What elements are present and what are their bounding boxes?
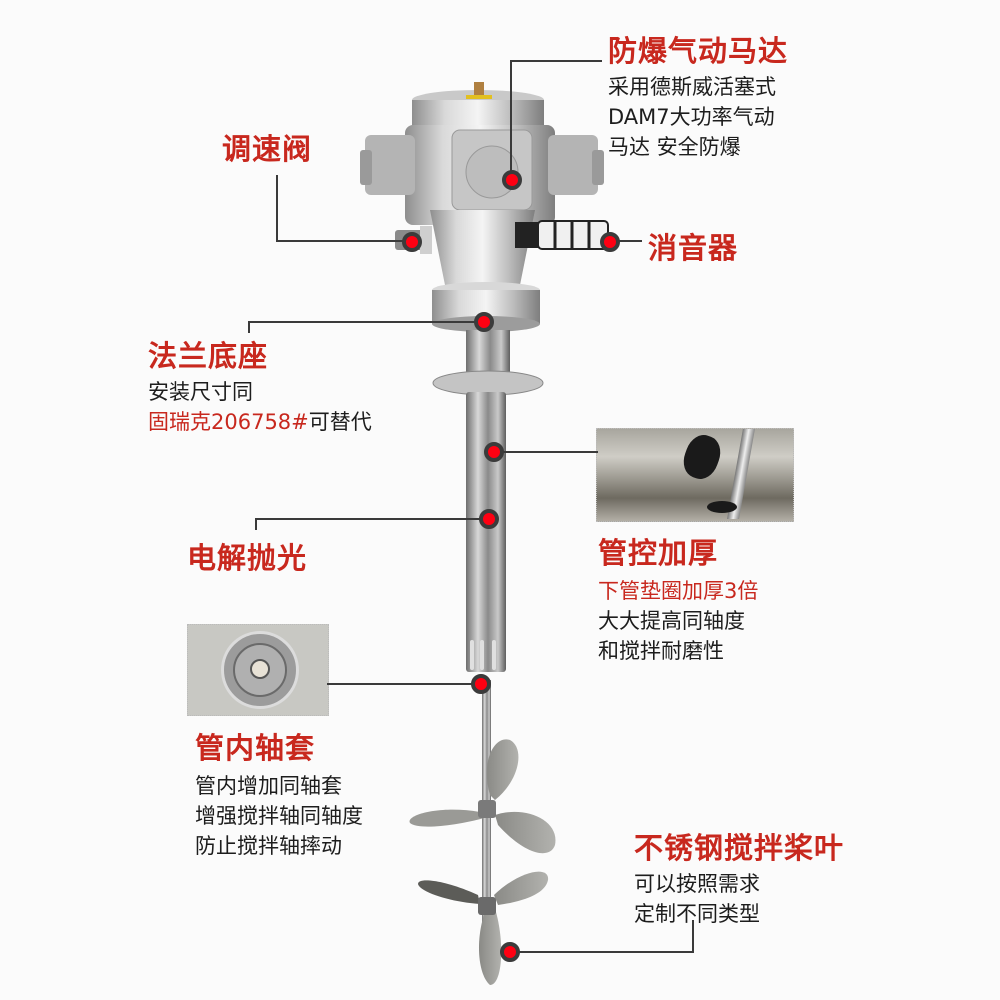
marker-polish[interactable]: [479, 509, 499, 529]
callout-motor-line: 采用德斯威活塞式: [608, 75, 776, 99]
callout-speed-valve-title: 调速阀: [222, 132, 313, 166]
marker-tube[interactable]: [484, 442, 504, 462]
bushing-closeup-photo: [187, 624, 329, 716]
lower-impeller: [418, 871, 549, 985]
callout-flange: 法兰底座 安装尺寸同 固瑞克206758#可替代: [148, 333, 372, 437]
leader-polish-v: [255, 518, 257, 530]
callout-tube-title: 管控加厚: [598, 536, 719, 570]
leader-speed-valve: [276, 175, 278, 241]
callout-bushing-line: 防止搅拌轴摔动: [195, 834, 342, 858]
callout-motor: 防爆气动马达 采用德斯威活塞式 DAM7大功率气动 马达 安全防爆: [608, 28, 788, 162]
marker-impeller[interactable]: [500, 942, 520, 962]
callout-impeller: 不锈钢搅拌桨叶 可以按照需求 定制不同类型: [634, 825, 844, 929]
callout-bushing-line: 增强搅拌轴同轴度: [195, 804, 363, 828]
callout-bushing: 管内轴套 管内增加同轴套 增强搅拌轴同轴度 防止搅拌轴摔动: [195, 725, 363, 861]
mounting-plate: [432, 370, 544, 396]
callout-motor-title: 防爆气动马达: [608, 34, 789, 68]
leader-bushing: [327, 683, 482, 685]
callout-impeller-title: 不锈钢搅拌桨叶: [634, 831, 845, 865]
leader-polish: [255, 518, 487, 520]
callout-flange-line2: 固瑞克206758#可替代: [148, 407, 372, 437]
callout-impeller-line: 可以按照需求: [634, 872, 760, 896]
marker-flange[interactable]: [474, 312, 494, 332]
callout-tube-highlight: 下管垫圈加厚3倍: [598, 579, 759, 603]
callout-flange-replace: 可替代: [308, 410, 372, 434]
callout-flange-line: 安装尺寸同: [148, 380, 253, 404]
leader-motor-h: [510, 60, 602, 62]
stirring-tube: [466, 392, 506, 672]
leader-motor: [510, 60, 512, 178]
leader-muffler: [610, 240, 642, 242]
callout-motor-line: DAM7大功率气动: [608, 105, 775, 129]
motor-body: [360, 82, 609, 332]
marker-speed-valve[interactable]: [402, 232, 422, 252]
callout-impeller-line: 定制不同类型: [634, 902, 760, 926]
callout-bushing-line: 管内增加同轴套: [195, 774, 342, 798]
callout-tube: 管控加厚 下管垫圈加厚3倍 大大提高同轴度 和搅拌耐磨性: [598, 530, 758, 666]
marker-muffler[interactable]: [600, 232, 620, 252]
upper-impeller: [409, 739, 556, 854]
leader-flange: [248, 321, 482, 323]
callout-motor-line: 马达 安全防爆: [608, 135, 741, 159]
callout-bushing-title: 管内轴套: [195, 731, 316, 765]
callout-polish-title: 电解抛光: [187, 541, 308, 575]
leader-flange-v: [248, 321, 250, 333]
leader-impeller: [510, 951, 694, 953]
callout-flange-model: 固瑞克206758#: [148, 410, 309, 434]
marker-motor[interactable]: [502, 170, 522, 190]
callout-tube-line: 大大提高同轴度: [598, 609, 745, 633]
marker-bushing[interactable]: [471, 674, 491, 694]
callout-tube-line: 和搅拌耐磨性: [598, 639, 724, 663]
callout-muffler-title: 消音器: [648, 231, 739, 265]
leader-impeller-v: [692, 920, 694, 953]
tube-closeup-photo: [596, 428, 794, 522]
leader-speed-valve-h: [276, 240, 411, 242]
leader-tube: [494, 451, 598, 453]
callout-flange-title: 法兰底座: [148, 339, 269, 373]
